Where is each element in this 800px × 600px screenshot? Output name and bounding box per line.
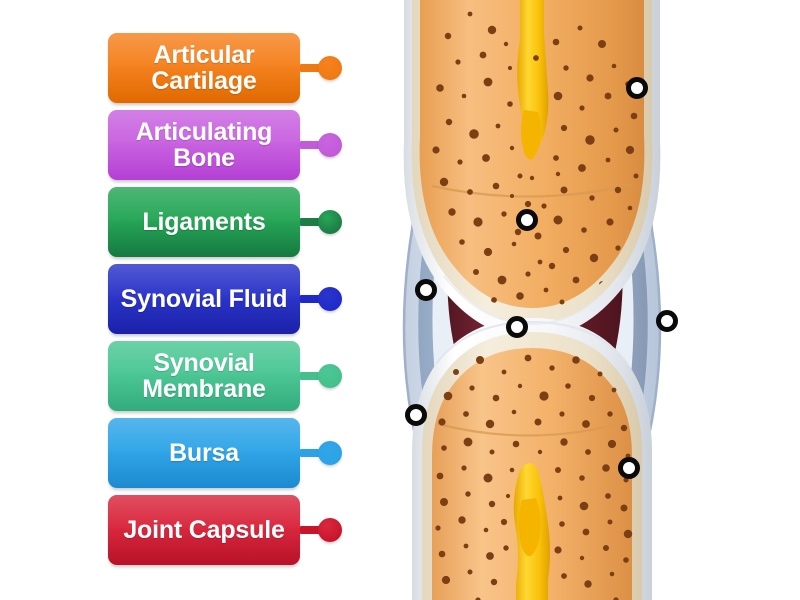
label-text-ligaments: Ligaments [142, 208, 266, 236]
drop-target-marker-1[interactable] [626, 77, 648, 99]
connector-stem-synovial-fluid [300, 295, 328, 303]
connector-knob-articular-cartilage[interactable] [318, 56, 342, 80]
connector-knob-bursa[interactable] [318, 441, 342, 465]
drop-target-marker-4[interactable] [506, 316, 528, 338]
connector-stem-synovial-membrane [300, 372, 328, 380]
connector-knob-synovial-membrane[interactable] [318, 364, 342, 388]
connector-knob-articulating-bone[interactable] [318, 133, 342, 157]
drop-target-marker-7[interactable] [618, 457, 640, 479]
drop-target-marker-6[interactable] [405, 404, 427, 426]
label-box-ligaments[interactable]: Ligaments [108, 187, 300, 257]
label-text-bursa: Bursa [169, 439, 239, 467]
connector-knob-joint-capsule[interactable] [318, 518, 342, 542]
connector-stem-articulating-bone [300, 141, 328, 149]
drop-target-marker-3[interactable] [415, 279, 437, 301]
connector-stem-bursa [300, 449, 328, 457]
connector-stem-joint-capsule [300, 526, 328, 534]
drop-target-marker-2[interactable] [516, 209, 538, 231]
label-text-joint-capsule: Joint Capsule [123, 516, 285, 544]
drop-target-marker-5[interactable] [656, 310, 678, 332]
connector-stem-articular-cartilage [300, 64, 328, 72]
label-text-synovial-fluid: Synovial Fluid [120, 285, 288, 313]
connector-stem-ligaments [300, 218, 328, 226]
label-box-bursa[interactable]: Bursa [108, 418, 300, 488]
connector-knob-ligaments[interactable] [318, 210, 342, 234]
label-box-joint-capsule[interactable]: Joint Capsule [108, 495, 300, 565]
label-box-synovial-fluid[interactable]: Synovial Fluid [108, 264, 300, 334]
joint-illustration [352, 0, 712, 600]
connector-knob-synovial-fluid[interactable] [318, 287, 342, 311]
